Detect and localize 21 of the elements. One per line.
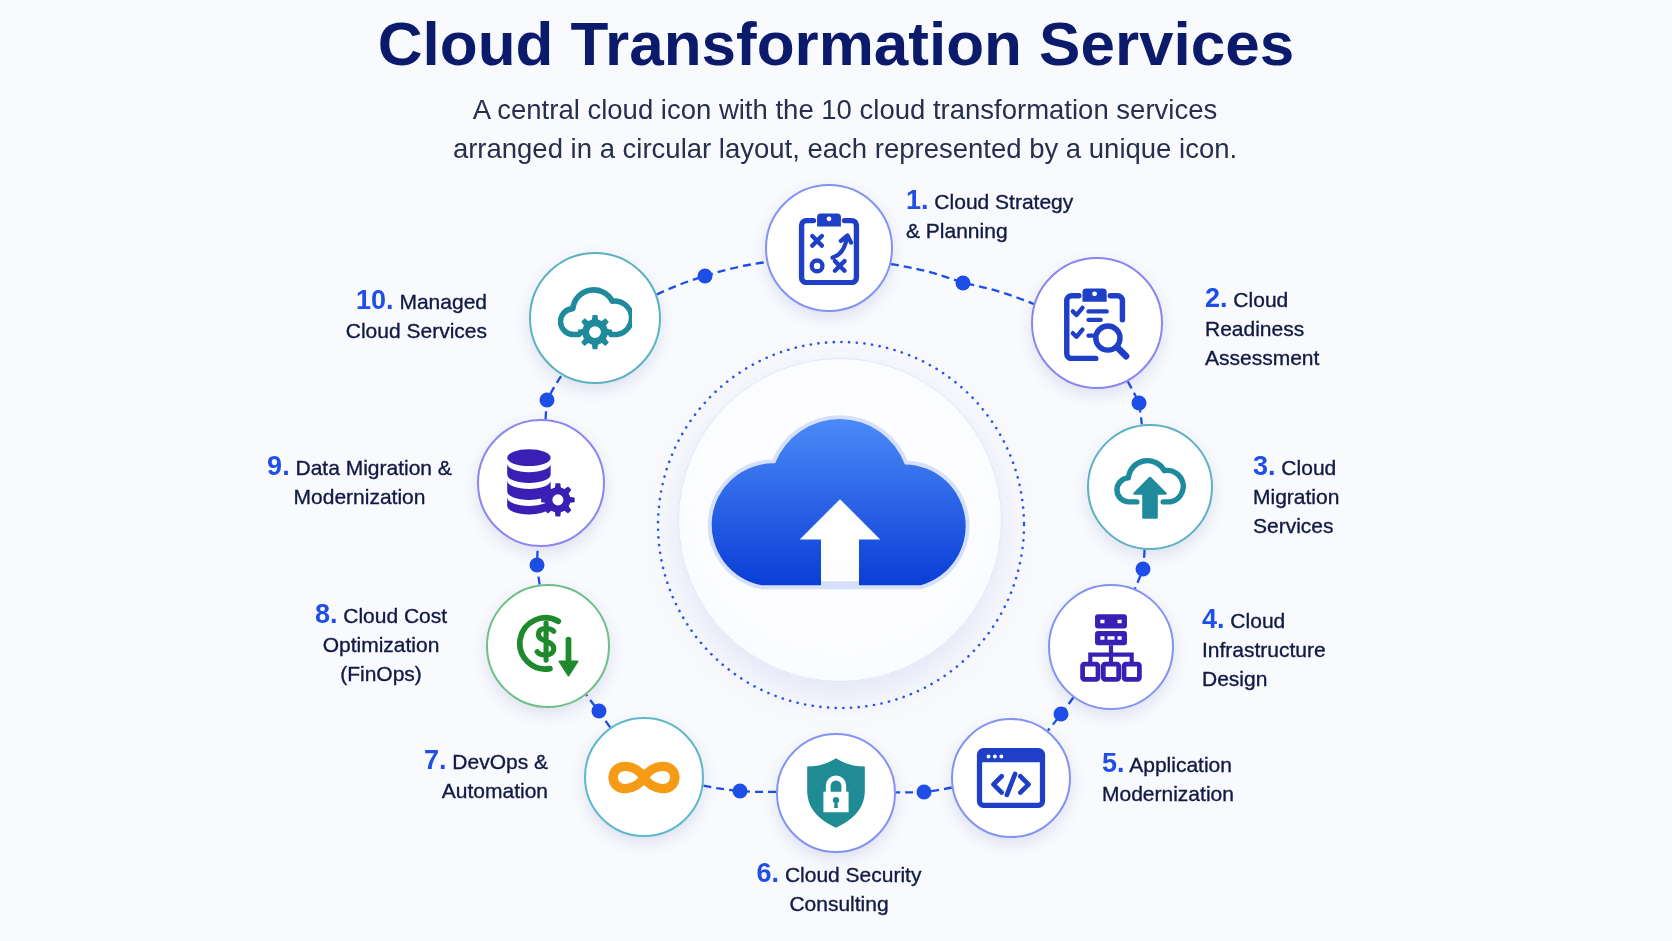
service-label: 6. Cloud Security Consulting: [755, 859, 923, 917]
service-label: 7. DevOps & Automation: [422, 746, 548, 804]
service-label: 8. Cloud Cost Optimization (FinOps): [313, 600, 449, 687]
dashed-connector: [544, 374, 563, 420]
service-label: 9. Data Migration & Modernization: [266, 452, 453, 510]
service-label: 5. Application Modernization: [1102, 749, 1235, 807]
subtitle: A central cloud icon with the 10 cloud transformation services arranged in a circular layout, each represented by a unique icon.: [451, 93, 1239, 166]
dashed-connector: [1047, 696, 1075, 732]
dashed-connector: [656, 260, 767, 296]
service-label: 4. Cloud Infrastructure Design: [1202, 605, 1327, 692]
service-label: 3. Cloud Migration Services: [1253, 452, 1341, 539]
dashed-connector: [890, 263, 1035, 306]
dashed-connector: [1133, 549, 1146, 590]
service-label: 1. Cloud Strategy & Planning: [906, 186, 1075, 244]
dashed-connector: [1126, 380, 1143, 425]
dashed-connector: [895, 786, 953, 794]
title: Cloud Transformation Services: [377, 8, 1295, 80]
dashed-connector: [703, 784, 776, 794]
service-label: 2. Cloud Readiness Assessment: [1205, 284, 1321, 371]
service-label: 10. Managed Cloud Services: [344, 286, 487, 344]
dashed-connector: [585, 694, 612, 729]
